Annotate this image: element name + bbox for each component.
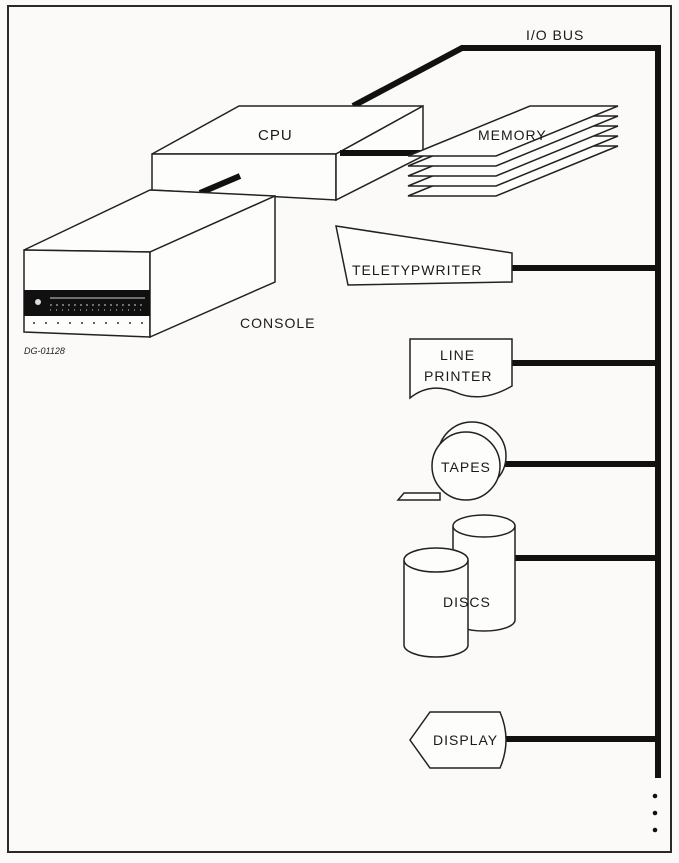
tapes-label: TAPES bbox=[441, 459, 491, 475]
cpu-box: CPU bbox=[151, 104, 424, 202]
cpu-console-link bbox=[198, 173, 242, 196]
line-printer-label-2: PRINTER bbox=[424, 368, 492, 384]
console-label: CONSOLE bbox=[240, 315, 315, 331]
console-front-panel bbox=[24, 290, 150, 316]
console-unit: CONSOLE bbox=[23, 189, 315, 339]
io-bus-line bbox=[351, 45, 661, 778]
device-teletypwriter: TELETYPWRITER bbox=[335, 225, 658, 286]
teletypwriter-label: TELETYPWRITER bbox=[352, 262, 482, 278]
device-line-printer: LINE PRINTER bbox=[409, 338, 658, 400]
io-bus: I/O BUS bbox=[351, 27, 662, 790]
cpu-label: CPU bbox=[258, 127, 293, 144]
line-printer-label-1: LINE bbox=[440, 347, 475, 363]
display-label: DISPLAY bbox=[433, 732, 498, 748]
device-discs: DISCS bbox=[403, 514, 658, 658]
device-display: DISPLAY bbox=[409, 711, 658, 769]
drawing-number: DG-01128 bbox=[24, 346, 65, 356]
tape-reel-front bbox=[431, 431, 501, 501]
memory-stack: MEMORY bbox=[407, 105, 619, 197]
line-printer-shape bbox=[409, 338, 513, 400]
io-bus-label: I/O BUS bbox=[526, 27, 584, 43]
continuation-dots bbox=[652, 793, 658, 833]
teletypwriter-shape bbox=[335, 225, 513, 286]
page-border bbox=[7, 5, 672, 853]
display-shape bbox=[409, 711, 507, 769]
device-tapes: TAPES bbox=[396, 421, 658, 501]
discs-label: DISCS bbox=[443, 594, 491, 610]
memory-label: MEMORY bbox=[478, 127, 547, 143]
disc-cylinder-front bbox=[403, 560, 469, 658]
